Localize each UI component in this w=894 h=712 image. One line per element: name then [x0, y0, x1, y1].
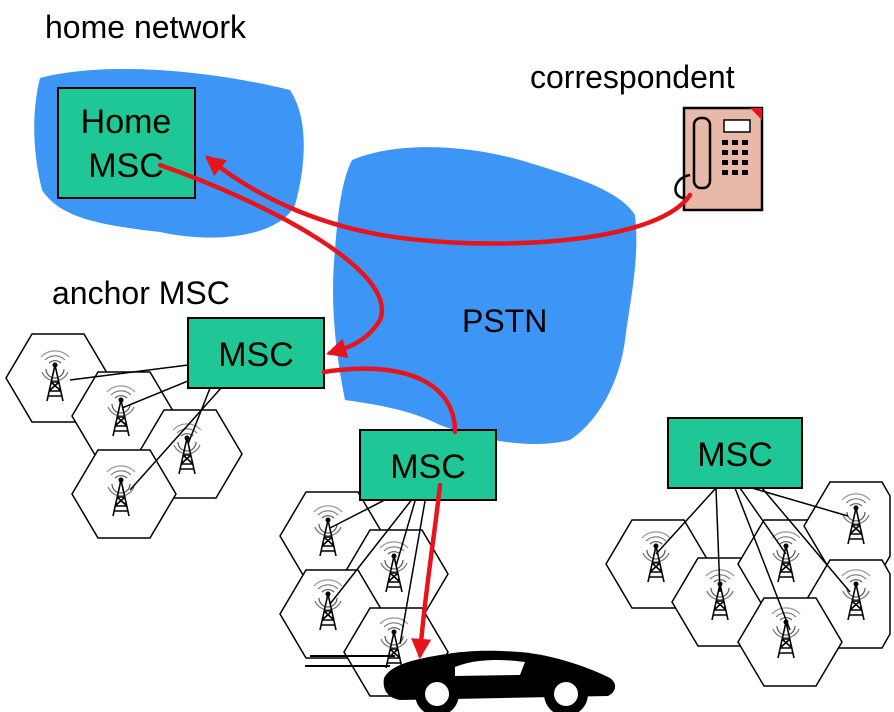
route-home-to-anchor: [157, 162, 385, 359]
home-msc: Home MSC: [57, 87, 196, 199]
route-correspondent-to-home: [204, 155, 693, 246]
home-msc-label-line1: Home: [81, 103, 172, 141]
anchor-msc-box-label: MSC: [218, 336, 294, 374]
car-icon: [305, 650, 616, 712]
home-network-label: home network: [45, 9, 247, 45]
route-visited-to-car: [411, 482, 443, 660]
correspondent-label: correspondent: [530, 59, 735, 95]
telephone-icon: [674, 106, 764, 212]
other-msc-links: [655, 487, 851, 631]
anchor-cell-cluster: [5, 333, 243, 539]
other-msc-box-label: MSC: [697, 436, 773, 474]
other-msc: MSC: [667, 417, 803, 489]
home-msc-label-line2: MSC: [88, 147, 164, 185]
visited-msc-box-label: MSC: [390, 448, 466, 486]
visited-msc: MSC: [359, 429, 497, 501]
pstn-label: PSTN: [462, 303, 547, 339]
anchor-msc-label: anchor MSC: [52, 275, 230, 311]
anchor-msc: MSC: [187, 317, 325, 389]
route-anchor-to-visited: [321, 366, 458, 435]
visited-msc-links: [329, 483, 429, 645]
pstn-cloud: [333, 147, 637, 445]
other-cell-cluster: [605, 481, 891, 687]
